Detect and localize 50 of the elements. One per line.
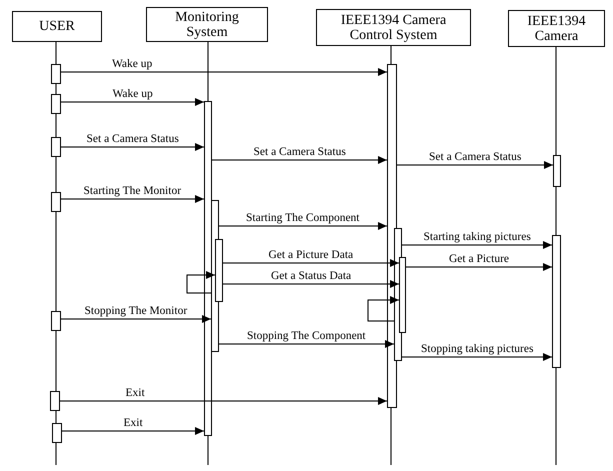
message-arrow (218, 222, 388, 230)
activation-bar (204, 101, 212, 436)
message-label: Stopping taking pictures (420, 343, 534, 355)
activation-bar (51, 94, 61, 114)
message-label: Get a Status Data (270, 270, 352, 282)
message-arrow (60, 98, 204, 106)
message-label: Stopping The Component (246, 330, 367, 342)
message-label: Set a Camera Status (252, 146, 347, 158)
message-arrow (368, 296, 400, 322)
activation-bar (51, 64, 61, 84)
message-arrow (60, 397, 388, 405)
message-label: Exit (122, 417, 144, 429)
message-arrow (62, 427, 204, 435)
message-arrow (406, 263, 552, 271)
message-arrow (402, 353, 552, 361)
activation-bar (215, 239, 223, 302)
message-arrow (60, 143, 204, 151)
message-arrow (218, 340, 394, 348)
participant-box: IEEE1394 Camera Control System (316, 9, 471, 46)
participant-box: IEEE1394 Camera (508, 10, 605, 47)
message-label: Stopping The Monitor (84, 305, 188, 317)
activation-bar (552, 235, 561, 368)
activation-bar (51, 311, 61, 331)
message-label: Starting The Monitor (82, 185, 182, 197)
message-arrow (402, 241, 552, 249)
participant-box: Monitoring System (146, 7, 268, 42)
message-label: Get a Picture Data (268, 249, 354, 261)
message-arrow (222, 280, 400, 288)
message-arrow (60, 68, 388, 76)
activation-bar (51, 137, 61, 157)
message-label: Wake up (111, 58, 154, 70)
activation-bar (50, 391, 60, 411)
message-arrow (396, 161, 554, 169)
message-label: Starting taking pictures (422, 231, 532, 243)
message-label: Exit (124, 387, 146, 399)
message-label: Wake up (112, 88, 154, 100)
message-arrow (186, 271, 216, 294)
activation-bar (52, 423, 62, 443)
message-label: Starting The Component (245, 212, 361, 224)
activation-bar (553, 155, 561, 187)
message-arrow (212, 156, 388, 164)
message-arrow (222, 259, 400, 267)
message-arrow (60, 195, 204, 203)
activation-bar (51, 192, 61, 212)
activation-bar (399, 257, 406, 333)
message-label: Set a Camera Status (428, 151, 522, 163)
message-arrow (60, 315, 212, 323)
message-label: Get a Picture (448, 253, 510, 265)
message-label: Set a Camera Status (86, 133, 180, 145)
participant-box: USER (12, 11, 102, 42)
